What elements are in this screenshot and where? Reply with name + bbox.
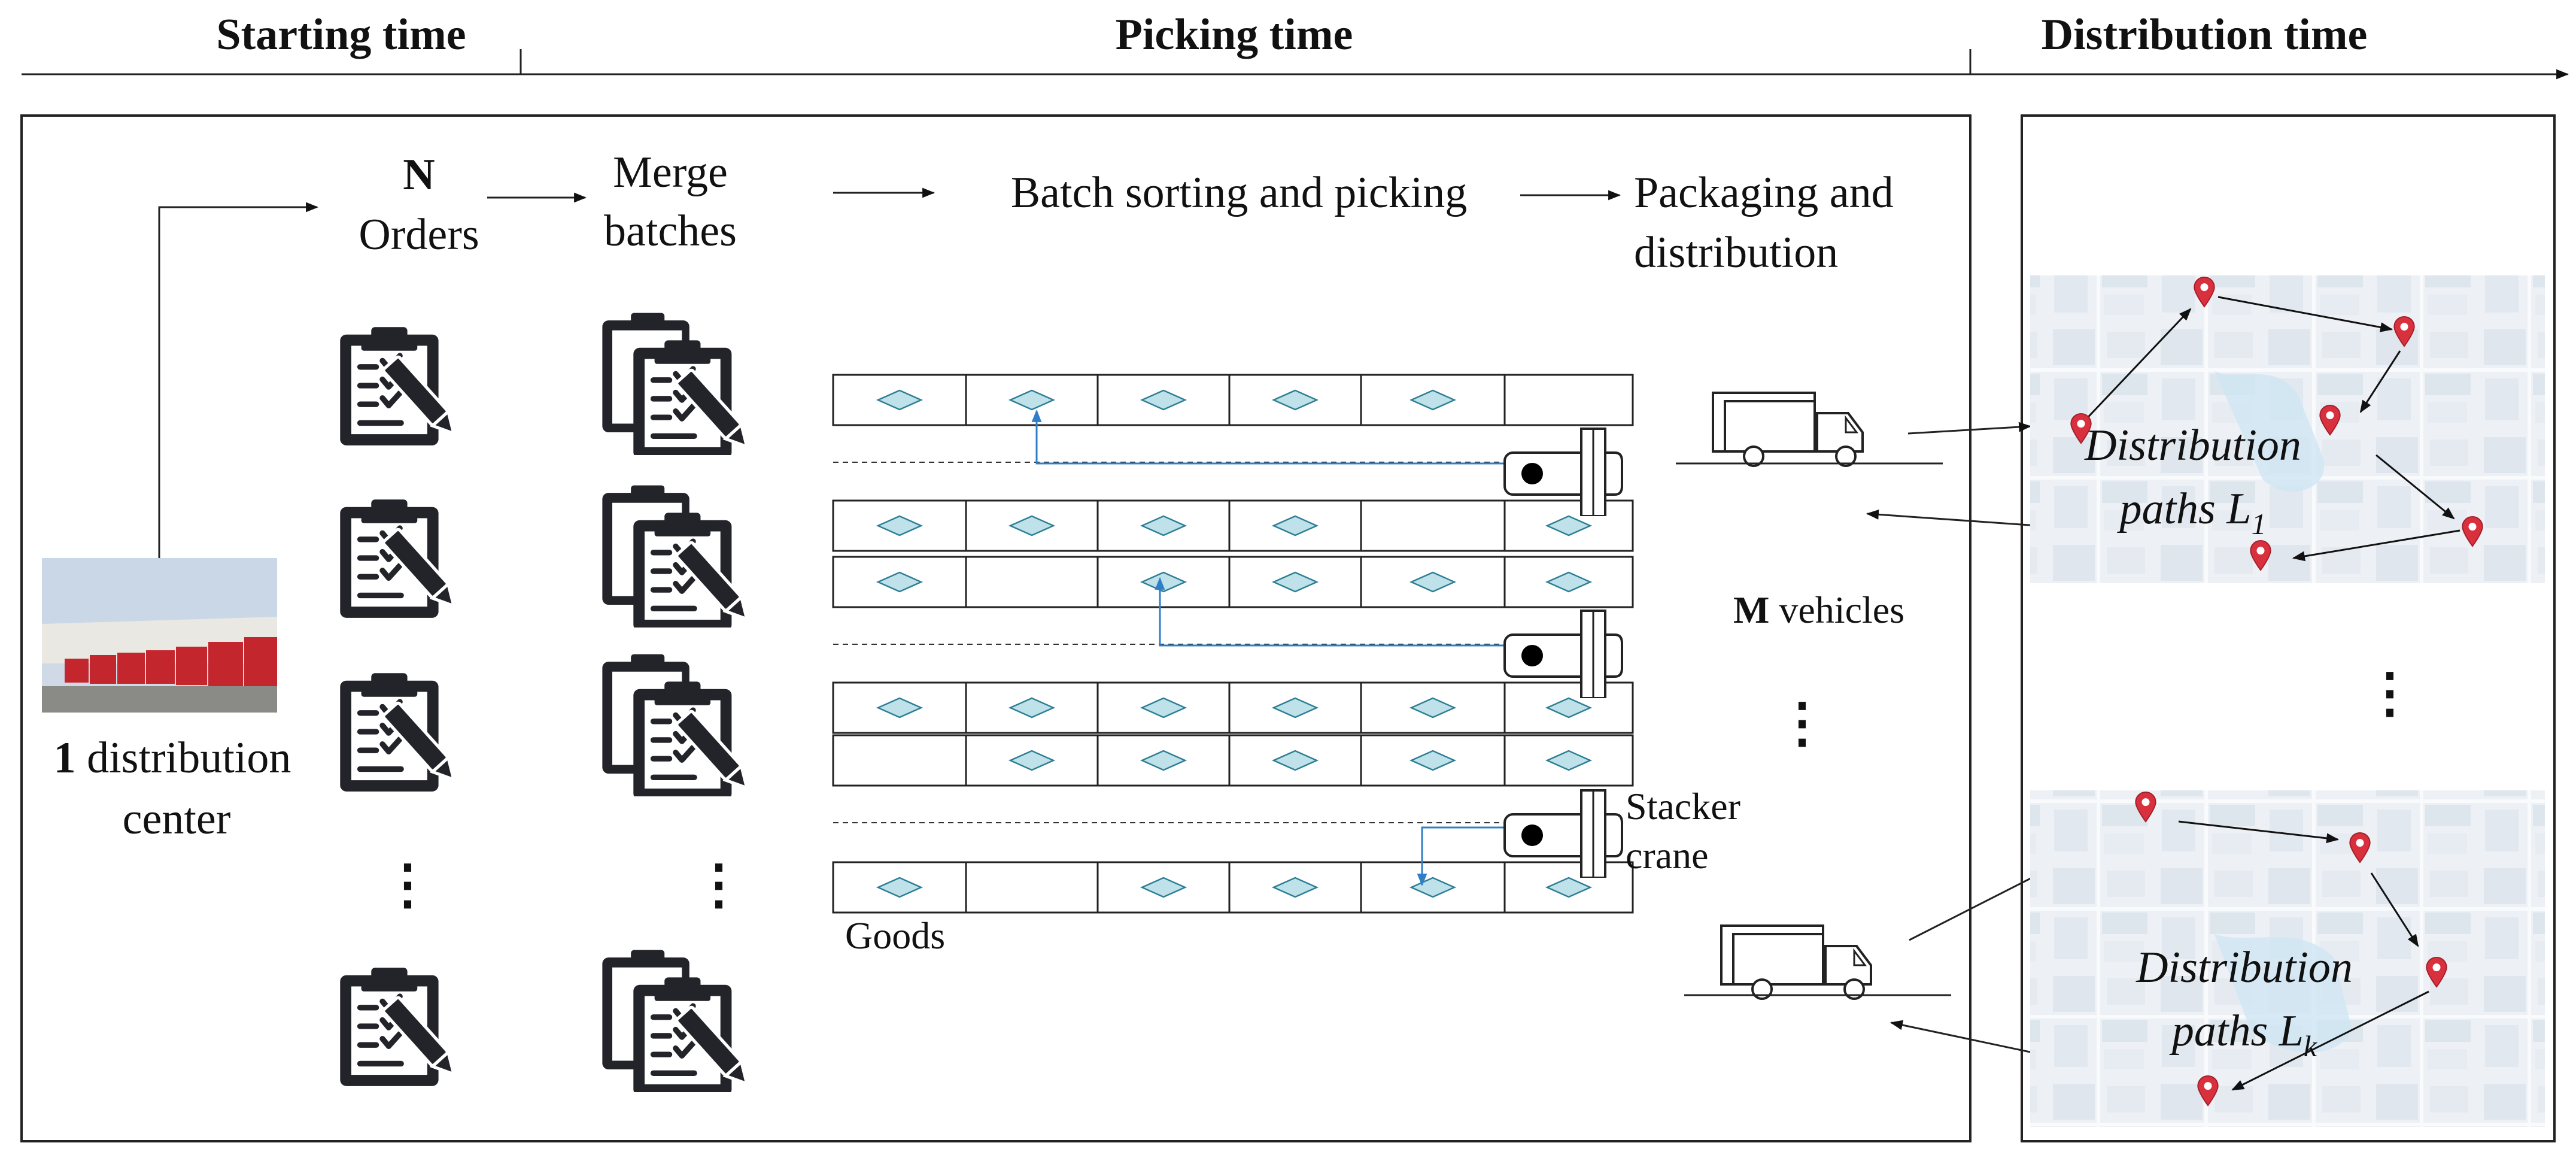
timeline: Starting time Picking time Distribution …	[22, 10, 2569, 80]
rack-cell	[1503, 374, 1634, 426]
clipboard-checklist-icon	[340, 327, 461, 445]
path1-label-line2: paths L1	[2116, 484, 2266, 541]
rack-cell	[965, 556, 1099, 608]
truck1-to-map-arrow	[1907, 422, 2032, 435]
distribution-panel	[2021, 114, 2556, 1142]
vehicles-label: M vehicles	[1733, 589, 1904, 631]
picking-paths	[1031, 409, 1508, 887]
dc-to-orders-arrow	[158, 202, 319, 558]
rack-cell	[965, 861, 1099, 914]
clipboard-checklist-icon	[340, 968, 461, 1086]
distribution-center: 1 distribution center	[42, 558, 291, 844]
orders-label: Orders	[359, 210, 479, 259]
maps-ellipsis: ⋮	[2363, 664, 2417, 723]
merge-label-line2: batches	[604, 207, 737, 256]
vehicles-ellipsis: ⋮	[1775, 694, 1829, 753]
pathk-label-line2: paths Lk	[2169, 1007, 2317, 1063]
stacker-label-line1: Stacker	[1626, 785, 1740, 827]
distribution-center-photo	[42, 558, 277, 713]
phase-starting-time: Starting time	[216, 10, 466, 59]
path1-label-line1: Distribution	[2084, 421, 2301, 470]
pathk-sub: k	[2304, 1029, 2317, 1063]
rack-cell	[1360, 499, 1506, 552]
truck-icon	[1712, 392, 1864, 467]
batch-sorting-label: Batch sorting and picking	[1011, 168, 1467, 217]
vehicles-word: vehicles	[1779, 589, 1904, 631]
stacker-label-line2: crane	[1626, 834, 1709, 877]
stacked-documents-icon	[602, 950, 755, 1096]
packaging-label-line1: Packaging and	[1634, 168, 1894, 217]
picking-path-3	[1417, 826, 1508, 887]
phase-picking-time: Picking time	[1116, 10, 1353, 59]
route-map-1: Distribution paths L1	[2030, 275, 2545, 583]
truck-icon	[1720, 924, 1872, 1000]
warehouse-racks	[832, 374, 1634, 914]
rack-cell	[832, 734, 967, 787]
path1-var: L	[2226, 484, 2251, 533]
picking-path-1	[1031, 409, 1508, 465]
pathk-label-line1: Distribution	[2135, 943, 2353, 992]
distribution-center-label: 1 distribution	[54, 733, 291, 783]
distribution-center-label-line2: center	[123, 795, 231, 844]
path1-prefix: paths	[2116, 484, 2226, 533]
dc-word: distribution	[87, 733, 291, 783]
phase-distribution-time: Distribution time	[2042, 10, 2368, 59]
aisles	[833, 462, 1508, 823]
packaging-label-line2: distribution	[1634, 228, 1838, 277]
stacked-documents-icon	[602, 313, 755, 459]
clipboard-checklist-icon	[340, 673, 461, 792]
dc-count: 1	[54, 733, 76, 783]
goods-label: Goods	[845, 914, 945, 957]
picking-path-2	[1155, 577, 1508, 647]
stacked-documents-icon	[602, 486, 755, 631]
pathk-prefix: paths	[2169, 1007, 2279, 1056]
clipboard-checklist-icon	[340, 499, 461, 618]
warehouse-panel	[20, 114, 1972, 1142]
batches-ellipsis: ⋮	[692, 856, 746, 915]
orders-ellipsis: ⋮	[381, 856, 435, 915]
route-map-k: Distribution paths Lk	[2030, 790, 2545, 1127]
pathk-var: L	[2279, 1007, 2304, 1056]
vehicles-m: M	[1733, 589, 1769, 631]
orders-n-label: N	[403, 150, 435, 199]
merge-label-line1: Merge	[613, 148, 728, 197]
stacked-documents-icon	[602, 654, 755, 800]
path1-sub: 1	[2252, 507, 2267, 541]
rack-cell	[965, 374, 1099, 426]
